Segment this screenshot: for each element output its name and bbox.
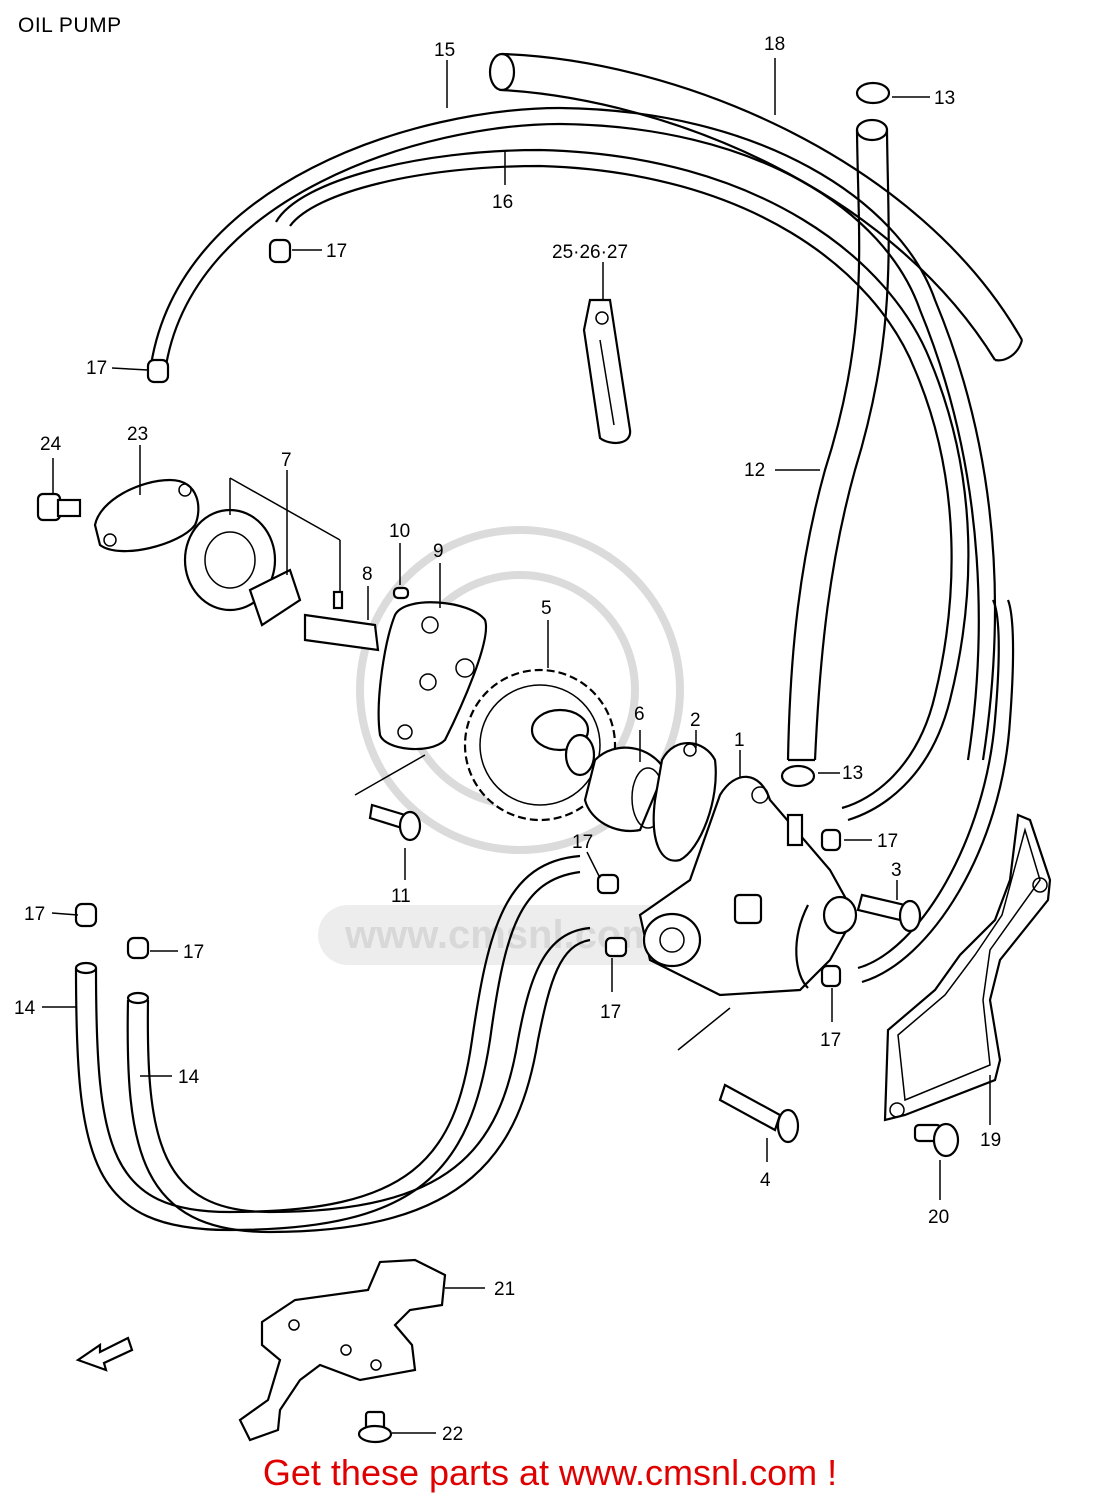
label-part-19: 19 [980,1130,1001,1151]
inner-rotor-7 [248,568,302,627]
plate-9 [377,601,488,751]
label-part-14-left: 14 [14,998,36,1019]
hose-12 [786,118,890,762]
clip-17-low-right [820,964,842,988]
label-part-3: 3 [891,860,902,881]
clip-17-left [146,358,170,384]
watermark-text: www.cmsnl.com [344,913,657,957]
shaft-8 [303,613,380,652]
cover-gasket-19 [883,813,1052,1122]
label-part-24: 24 [40,434,62,455]
label-part-18: 18 [764,34,785,55]
label-part-22: 22 [442,1424,463,1445]
bolt-24 [36,492,82,522]
diagram-title: OIL PUMP [18,14,122,37]
label-part-11: 11 [391,886,411,907]
gear-5 [463,668,617,822]
arrow-left-icon [75,1336,134,1372]
label-part-17-center-low: 17 [600,1002,621,1023]
hose-lower-right [857,599,1000,970]
hose-15 [148,106,997,761]
bolt-20 [913,1122,960,1158]
hose-16 [275,148,970,822]
clip-13-mid [780,764,816,788]
label-part-17-center: 17 [572,832,593,853]
label-part-4: 4 [760,1170,771,1191]
clip-17-right [820,828,842,852]
hose-18 [488,52,1024,362]
label-part-17-right: 17 [877,831,898,852]
bolt-22 [357,1410,393,1444]
clip-17-top [268,238,292,264]
label-part-14-right: 14 [178,1067,200,1088]
label-part-17-low-right: 17 [820,1030,841,1051]
gasket-2 [652,742,717,862]
clip-17-far-left [74,902,98,928]
label-part-8: 8 [362,564,373,585]
screw-3 [856,893,922,933]
screw-11 [354,754,426,842]
clip-17-center [596,873,620,895]
bolt-4 [677,1007,800,1144]
bracket-21 [238,1258,447,1442]
part-labels: 15 18 13 16 17 25·26·27 17 24 23 7 12 10… [14,34,1001,1445]
label-part-21: 21 [494,1279,515,1300]
clip-13-top [855,81,891,105]
label-part-16: 16 [492,192,513,213]
label-part-15: 15 [434,40,455,61]
label-part-25-26-27: 25·26·27 [552,242,628,263]
oil-pump-body-1 [638,775,858,997]
clip-17-left-mid [126,936,150,960]
cover-23 [93,478,200,553]
label-part-1: 1 [734,730,745,751]
label-part-12: 12 [744,460,765,481]
label-part-2: 2 [690,710,701,731]
cable-guide-25-27 [582,298,632,445]
label-part-23: 23 [127,424,148,445]
label-part-17-far-left: 17 [24,904,45,925]
label-part-17-left-mid: 17 [183,942,204,963]
label-part-10: 10 [389,521,410,542]
clip-17-center-low [604,936,628,958]
label-part-7: 7 [281,450,292,471]
label-part-9: 9 [433,541,444,562]
label-part-13-top: 13 [934,88,955,109]
pin-10 [392,586,410,600]
label-part-17-left: 17 [86,358,107,379]
cylinder-6 [583,746,667,833]
label-part-20: 20 [928,1207,949,1228]
label-part-17-top: 17 [326,241,347,262]
footer-promo-link[interactable]: Get these parts at www.cmsnl.com ! [262,1452,838,1493]
label-part-6: 6 [634,704,645,725]
leader-lines [42,58,991,1434]
hose-14 [74,854,591,1234]
label-part-5: 5 [541,598,552,619]
label-part-13-mid: 13 [842,763,863,784]
